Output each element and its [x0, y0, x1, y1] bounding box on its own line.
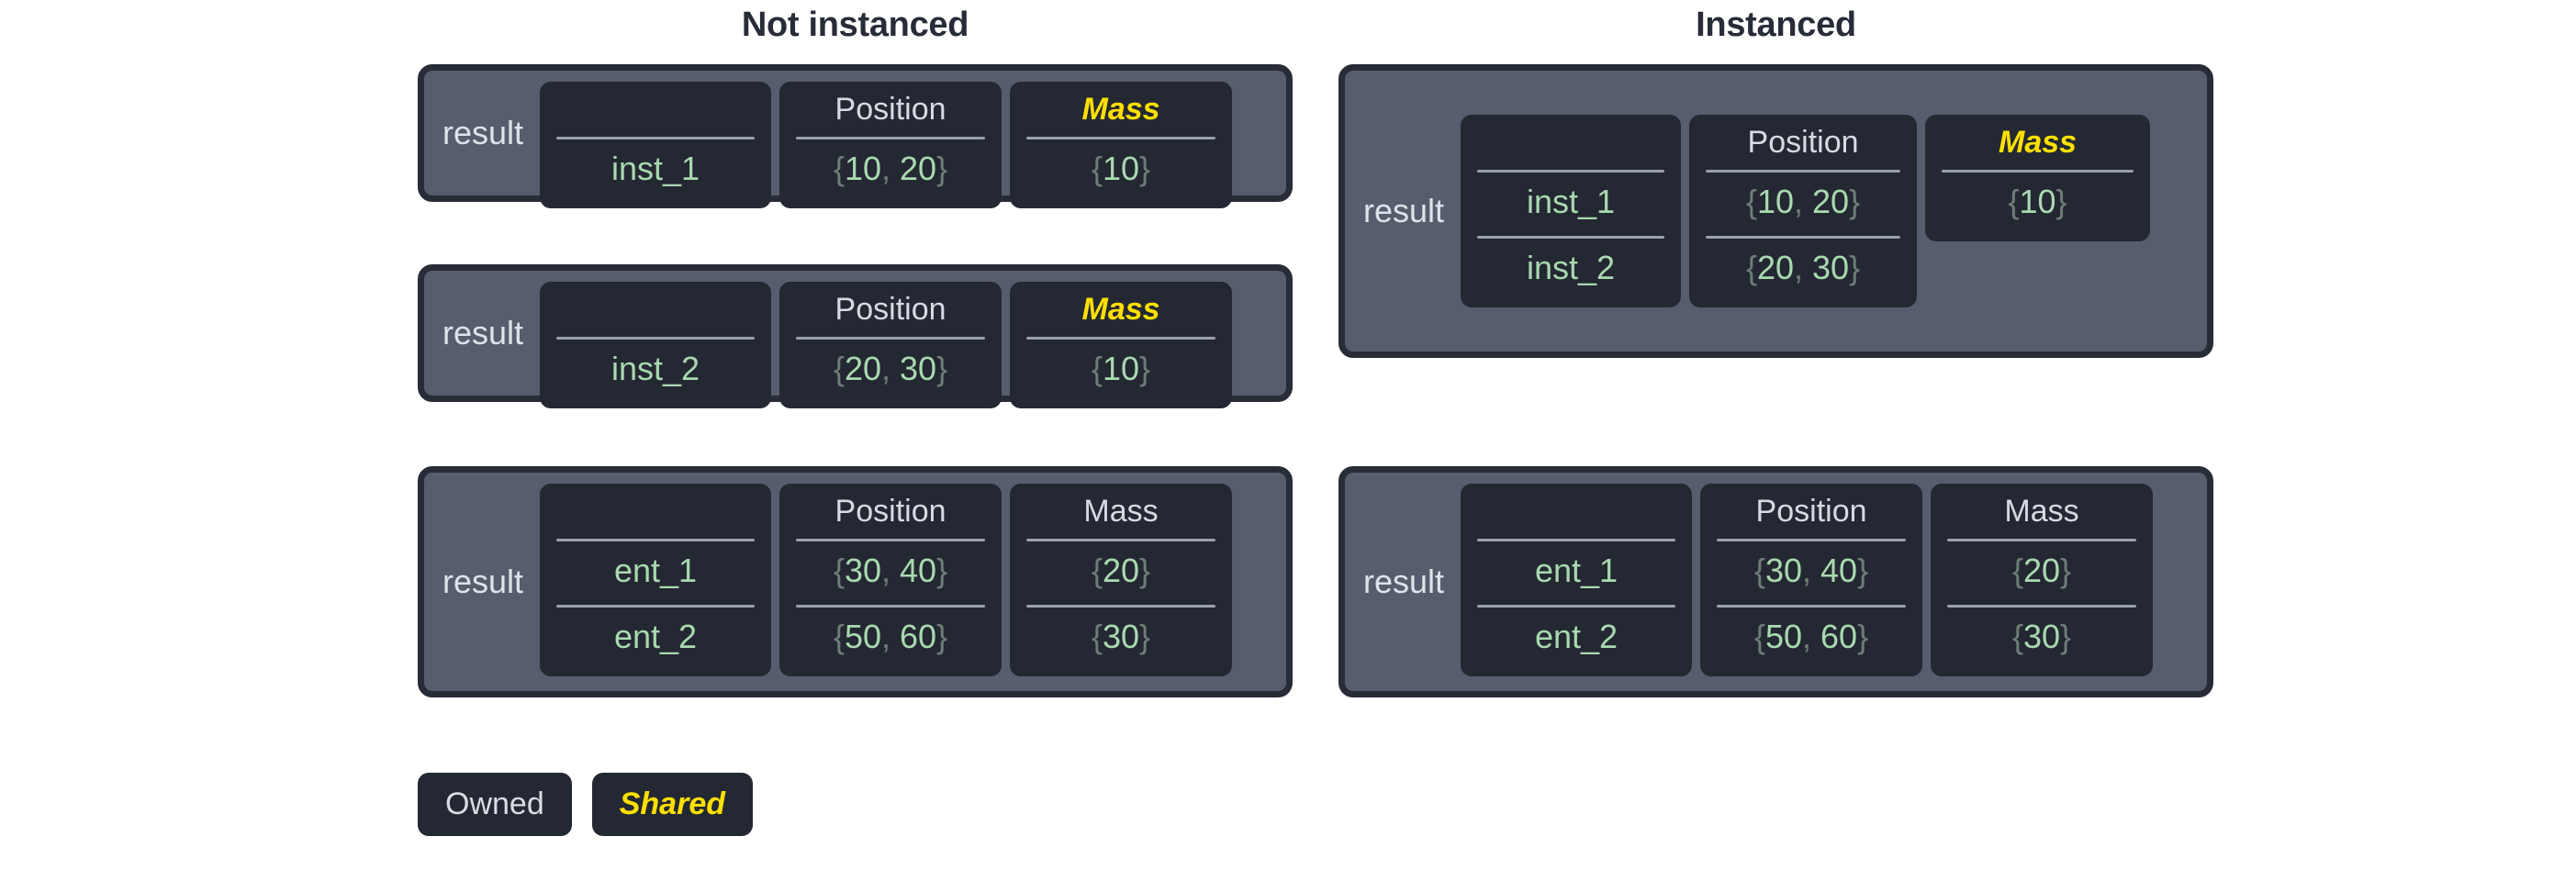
column-header — [554, 289, 756, 333]
data-cell: {50, 60} — [1753, 618, 1869, 655]
column-header: Position — [834, 494, 946, 529]
row-separator — [1947, 539, 2137, 541]
data-column: Position {30, 40} {50, 60} — [1700, 484, 1923, 676]
column-group: inst_2 Position {20, 30} Mass {10} — [540, 282, 1233, 408]
legend-chip-owned: Owned — [418, 773, 572, 836]
data-column: Position {20, 30} — [779, 282, 1002, 408]
row-separator — [1026, 137, 1216, 139]
column-title-not-instanced: Not instanced — [741, 6, 969, 44]
data-cell: {20} — [2011, 552, 2072, 589]
row-separator — [1026, 337, 1216, 340]
entity-panel-not-instanced-3: result ent_1 ent_2 Position {30, 40} {50, 60… — [418, 466, 1293, 697]
data-column: Mass {20} {30} — [1931, 484, 2154, 676]
data-cell: {50, 60} — [833, 618, 948, 655]
data-cell: {30, 40} — [833, 552, 948, 589]
row-separator — [1717, 605, 1907, 608]
data-cell: {10} — [1091, 150, 1151, 187]
row-separator — [1477, 605, 1676, 608]
data-cell: ent_1 — [1534, 552, 1618, 589]
column-header — [1475, 122, 1666, 166]
data-column: ent_1 ent_2 — [1461, 484, 1693, 676]
row-separator — [556, 137, 756, 139]
row-separator — [556, 539, 756, 541]
row-separator — [556, 337, 756, 340]
column-header — [554, 89, 756, 133]
owner-label: result — [1363, 563, 1445, 600]
data-column: Mass {10} — [1010, 282, 1233, 408]
column-header: Position — [1755, 494, 1867, 529]
column-header: Position — [834, 92, 946, 127]
data-column: inst_2 — [540, 282, 772, 408]
data-cell: ent_2 — [1534, 618, 1618, 655]
entity-panel-instanced-1: result inst_1 inst_2 Position {10, 20} {20, … — [1338, 64, 2213, 358]
data-cell: {30, 40} — [1753, 552, 1869, 589]
column-header: Mass — [1083, 494, 1159, 529]
column-header: Mass — [2004, 494, 2079, 529]
row-separator — [1026, 605, 1216, 608]
data-cell: {20, 30} — [1745, 249, 1861, 286]
data-cell: ent_1 — [613, 552, 698, 589]
row-separator — [796, 337, 986, 340]
row-separator — [1477, 539, 1676, 541]
owner-label: result — [1363, 192, 1445, 229]
data-cell: inst_1 — [610, 150, 700, 187]
data-column: inst_1 — [540, 82, 772, 208]
column-header: Mass — [1999, 125, 2078, 160]
data-cell: ent_2 — [613, 618, 698, 655]
data-cell: {10, 20} — [833, 150, 948, 187]
data-column: Mass {20} {30} — [1010, 484, 1233, 676]
data-cell: {20} — [1091, 552, 1151, 589]
data-column: Position {30, 40} {50, 60} — [779, 484, 1002, 676]
data-cell: {30} — [2011, 618, 2072, 655]
legend-chip-shared: Shared — [591, 773, 753, 836]
entity-panel-instanced-2: result ent_1 ent_2 Position {30, 40} {50, 60… — [1338, 466, 2213, 697]
data-column: Position {10, 20} {20, 30} — [1689, 115, 1918, 307]
data-column: inst_1 inst_2 — [1461, 115, 1682, 307]
column-header: Mass — [1081, 92, 1160, 127]
data-cell: {20, 30} — [833, 350, 948, 387]
row-separator — [796, 605, 986, 608]
column-title-instanced: Instanced — [1696, 6, 1856, 44]
row-separator — [1706, 170, 1901, 173]
column-group: inst_1 inst_2 Position {10, 20} {20, 30} Mass… — [1461, 115, 2151, 307]
data-cell: inst_1 — [1526, 183, 1616, 220]
row-separator — [1717, 539, 1907, 541]
owner-label: result — [442, 314, 524, 351]
row-separator — [1026, 539, 1216, 541]
column-header: Position — [834, 292, 946, 327]
entity-panel-not-instanced-2: result inst_2 Position {20, 30} Mass {10} — [418, 264, 1293, 408]
row-separator — [556, 605, 756, 608]
column-header: Mass — [1081, 292, 1160, 327]
column-header: Position — [1747, 125, 1859, 160]
data-cell: {10} — [1091, 350, 1151, 387]
row-separator — [1706, 236, 1901, 239]
column-group: inst_1 Position {10, 20} Mass {10} — [540, 82, 1233, 208]
row-separator — [1477, 236, 1665, 239]
data-column: Position {10, 20} — [779, 82, 1002, 208]
column-group: ent_1 ent_2 Position {30, 40} {50, 60} Mass {2… — [540, 484, 1233, 676]
data-column: ent_1 ent_2 — [540, 484, 772, 676]
data-column: Mass {10} — [1010, 82, 1233, 208]
row-separator — [796, 539, 986, 541]
column-group: ent_1 ent_2 Position {30, 40} {50, 60} Mass {2… — [1461, 484, 2154, 676]
owner-label: result — [442, 563, 524, 600]
column-header — [1475, 491, 1677, 535]
legend: Owned Shared — [418, 773, 753, 836]
row-separator — [796, 137, 986, 139]
data-cell: inst_2 — [1526, 249, 1616, 286]
entity-panel-not-instanced-1: result inst_1 Position {10, 20} Mass {10} — [418, 64, 1293, 208]
data-cell: {10} — [2008, 183, 2067, 220]
row-separator — [1947, 605, 2137, 608]
data-cell: {30} — [1091, 618, 1151, 655]
data-cell: inst_2 — [610, 350, 700, 387]
row-separator — [1477, 170, 1665, 173]
owner-label: result — [442, 114, 524, 151]
row-separator — [1942, 170, 2134, 173]
data-column: Mass {10} — [1925, 115, 2151, 241]
column-header — [554, 491, 756, 535]
data-cell: {10, 20} — [1745, 183, 1861, 220]
